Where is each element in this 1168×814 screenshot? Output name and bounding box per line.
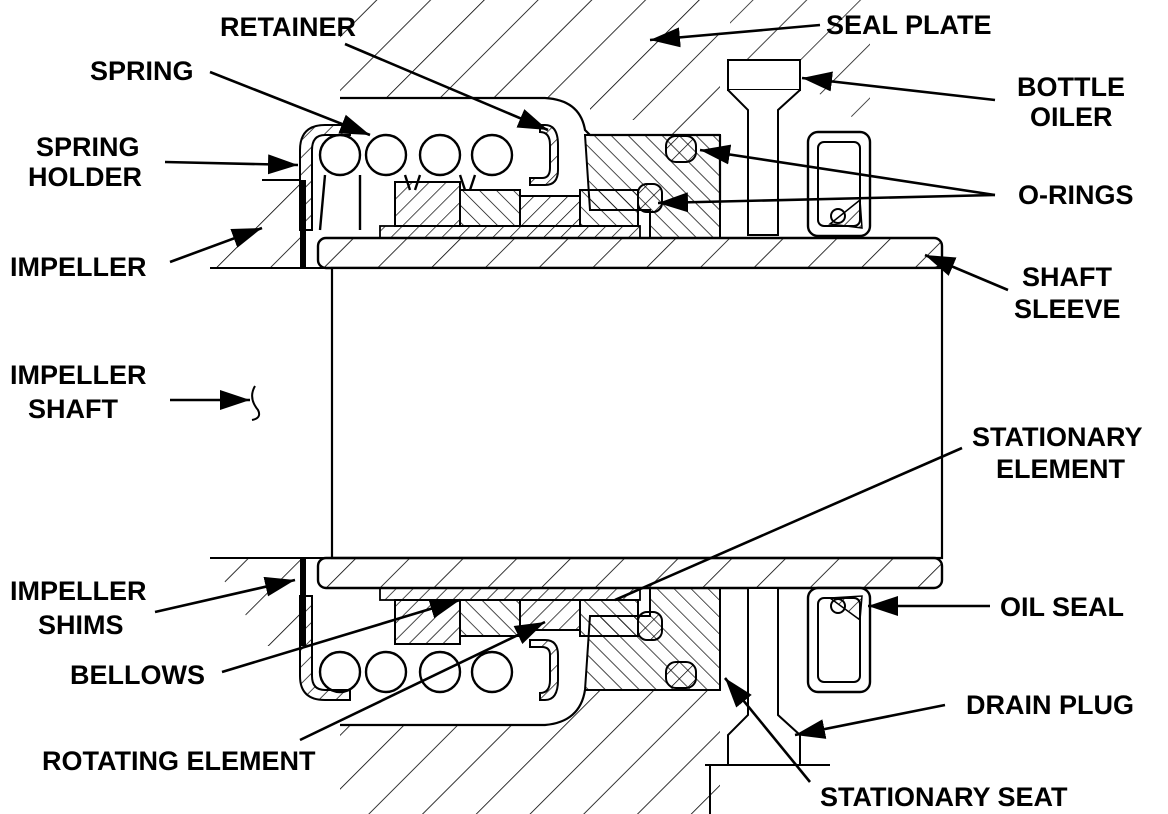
label-spring: SPRING xyxy=(90,56,194,86)
label-drain-plug: DRAIN PLUG xyxy=(966,690,1134,720)
label-stationary-element-2: ELEMENT xyxy=(996,454,1126,484)
o-rings-lower xyxy=(637,611,697,689)
bottle-oiler xyxy=(727,59,801,236)
label-impeller: IMPELLER xyxy=(10,252,147,282)
leader-lines xyxy=(154,23,1009,783)
shaft-sleeve-lower xyxy=(316,556,944,590)
label-bellows: BELLOWS xyxy=(70,660,205,690)
label-seal-plate: SEAL PLATE xyxy=(826,10,992,40)
spring-coils-lower xyxy=(318,650,514,694)
label-rotating-element: ROTATING ELEMENT xyxy=(42,746,316,776)
label-impeller-shims-2: SHIMS xyxy=(38,610,124,640)
spring-holder-lower xyxy=(299,595,351,701)
seal-plate-lower xyxy=(340,689,720,814)
impeller-shaft xyxy=(251,266,944,560)
label-shaft-sleeve-1: SHAFT xyxy=(1022,262,1112,292)
label-shaft-sleeve-2: SLEEVE xyxy=(1014,294,1121,324)
label-oil-seal: OIL SEAL xyxy=(1000,592,1124,622)
label-bottle-oiler-1: BOTTLE xyxy=(1017,72,1125,102)
label-bottle-oiler-2: OILER xyxy=(1030,102,1113,132)
oil-seal-upper xyxy=(806,130,872,238)
label-stationary-seat: STATIONARY SEAT xyxy=(820,782,1068,812)
label-stationary-element-1: STATIONARY xyxy=(972,422,1143,452)
label-retainer: RETAINER xyxy=(220,12,356,42)
oil-seal-lower xyxy=(806,586,872,694)
label-impeller-shims-1: IMPELLER xyxy=(10,576,147,606)
label-spring-holder-2: HOLDER xyxy=(28,162,142,192)
retainer-lower xyxy=(529,639,559,701)
label-spring-holder-1: SPRING xyxy=(36,132,140,162)
label-impeller-shaft-2: SHAFT xyxy=(28,394,118,424)
labels: RETAINER SEAL PLATE SPRING BOTTLE OILER … xyxy=(10,10,1143,812)
shaft-sleeve-upper xyxy=(316,236,944,270)
label-o-rings: O-RINGS xyxy=(1018,180,1134,210)
retainer-upper xyxy=(529,124,559,186)
label-impeller-shaft-1: IMPELLER xyxy=(10,360,147,390)
drain-plug xyxy=(705,587,830,814)
